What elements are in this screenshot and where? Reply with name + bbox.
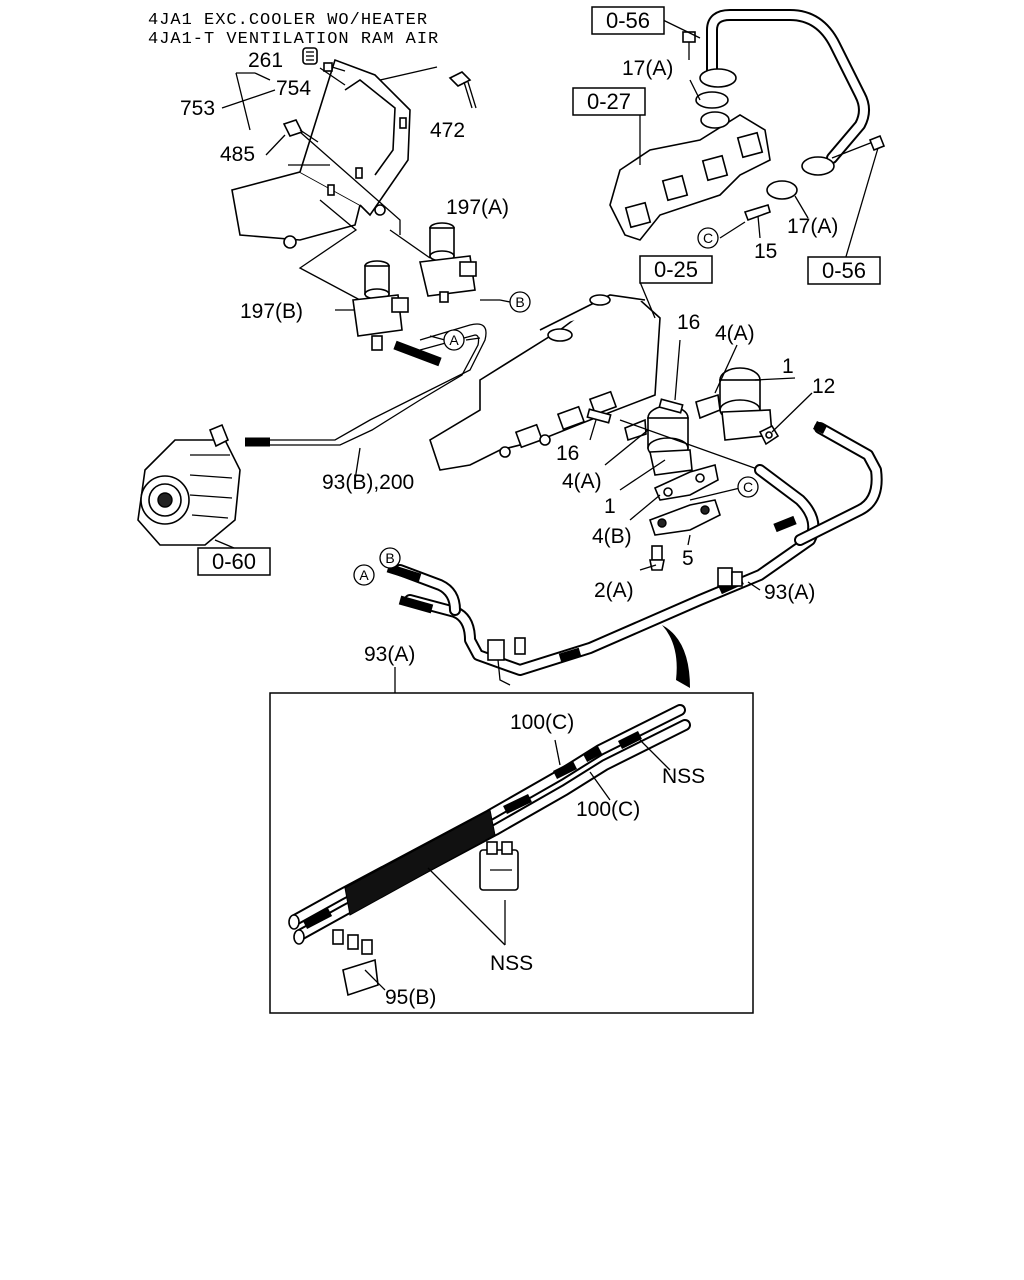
callout-93a-detail: 93(A) <box>364 643 415 666</box>
callout-16-left: 16 <box>556 442 579 465</box>
ref-box-0-56-top[interactable]: 0-56 <box>591 6 665 35</box>
callout-95b: 95(B) <box>385 986 436 1009</box>
connector-c-mid: C <box>737 476 759 498</box>
callout-753: 753 <box>180 97 215 120</box>
callout-15: 15 <box>754 240 777 263</box>
svg-text:0-27: 0-27 <box>587 89 631 114</box>
bolt-754-icon <box>323 62 346 72</box>
callout-nss-right: NSS <box>662 765 705 788</box>
arrow-down-icon <box>662 625 690 688</box>
svg-text:0-56: 0-56 <box>822 258 866 283</box>
callout-17a-right: 17(A) <box>787 215 838 238</box>
detail-pipe-assembly-icon <box>288 704 691 945</box>
ref-box-0-56-right[interactable]: 0-56 <box>807 256 881 285</box>
callout-100c-bottom: 100(C) <box>576 798 640 821</box>
callout-5: 5 <box>682 547 694 570</box>
intake-manifold-icon <box>429 294 661 471</box>
exhaust-manifold-icon <box>609 111 771 241</box>
vacuum-hose <box>393 340 442 367</box>
callout-4a-left: 4(A) <box>562 470 602 493</box>
callout-16-top: 16 <box>677 311 700 334</box>
callout-4b: 4(B) <box>592 525 632 548</box>
connector-a-bottom: A <box>353 564 375 586</box>
svg-text:B: B <box>515 294 524 310</box>
callout-17a-top: 17(A) <box>622 57 673 80</box>
ref-box-0-25[interactable]: 0-25 <box>639 255 713 284</box>
callout-nss-bottom: NSS <box>490 952 533 975</box>
ref-box-0-60[interactable]: 0-60 <box>197 547 271 576</box>
callout-12: 12 <box>812 375 835 398</box>
callout-4a-top: 4(A) <box>715 322 755 345</box>
header-line-2: 4JA1-T VENTILATION RAM AIR <box>148 30 439 49</box>
alternator-icon <box>137 423 241 546</box>
connector-a-top: A <box>443 329 465 351</box>
callout-197a: 197(A) <box>446 196 509 219</box>
callout-2a: 2(A) <box>594 579 634 602</box>
adapter-plate-icon <box>648 499 721 536</box>
bolt-056-icon <box>682 31 696 60</box>
callout-1-top: 1 <box>782 355 794 378</box>
svg-text:C: C <box>743 479 753 495</box>
callout-754: 754 <box>276 77 311 100</box>
connector-b-top: B <box>509 291 531 313</box>
egr-valve-lower-icon <box>647 405 693 476</box>
detail-clip-lower-icon <box>332 929 379 997</box>
callout-93b-200: 93(B),200 <box>322 471 414 494</box>
callout-93a-right: 93(A) <box>764 581 815 604</box>
clip-icon <box>487 567 743 686</box>
callout-261: 261 <box>248 49 283 72</box>
svg-text:0-25: 0-25 <box>654 257 698 282</box>
bolt-472-icon <box>448 71 477 109</box>
bolt-485-icon <box>282 119 319 143</box>
connector-b-bottom: B <box>379 547 401 569</box>
solenoid-valve-197a-icon <box>419 222 477 303</box>
callout-197b: 197(B) <box>240 300 303 323</box>
svg-text:C: C <box>703 230 713 246</box>
svg-text:A: A <box>359 567 369 583</box>
connector-c-top: C <box>697 227 719 249</box>
egr-valve-upper-icon <box>719 367 773 441</box>
bolt-261-icon <box>302 47 318 65</box>
bracket-icon <box>231 58 411 249</box>
egr-pipe-icon <box>695 9 886 222</box>
svg-text:B: B <box>385 550 394 566</box>
gasket-icon <box>624 393 721 501</box>
callout-100c-top: 100(C) <box>510 711 574 734</box>
callout-472: 472 <box>430 119 465 142</box>
svg-text:0-56: 0-56 <box>606 8 650 33</box>
detail-box <box>269 692 754 1014</box>
svg-text:0-60: 0-60 <box>212 549 256 574</box>
svg-text:A: A <box>449 332 459 348</box>
callout-485: 485 <box>220 143 255 166</box>
detail-clip-upper-icon <box>479 841 519 891</box>
stud-16-icon <box>586 398 684 424</box>
header-line-1: 4JA1 EXC.COOLER WO/HEATER <box>148 11 428 30</box>
ref-box-0-27[interactable]: 0-27 <box>572 87 646 116</box>
callout-1-left: 1 <box>604 495 616 518</box>
solenoid-valve-197b-icon <box>352 260 409 351</box>
